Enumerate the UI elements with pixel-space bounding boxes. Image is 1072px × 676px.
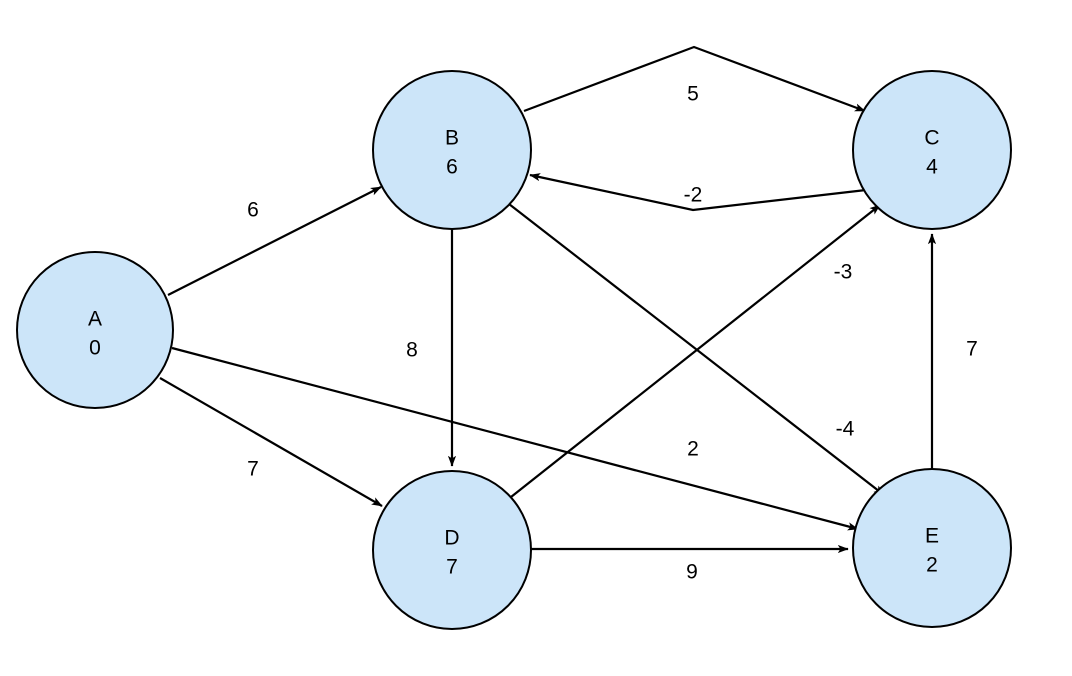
edge-b-d[interactable]: 8 (406, 229, 457, 467)
node-d-circle[interactable] (372, 470, 532, 630)
edge-a-d[interactable]: 7 (159, 377, 383, 507)
edges-layer: 6 7 2 5 8 (159, 45, 978, 584)
edge-a-b-weight: 6 (247, 199, 259, 222)
edge-e-c[interactable]: 7 (927, 233, 978, 470)
node-e-circle[interactable] (852, 468, 1012, 628)
node-a-name: A (88, 308, 102, 331)
node-c-circle[interactable] (852, 70, 1012, 230)
node-b-value: 6 (446, 156, 458, 179)
edge-a-e-line[interactable] (171, 346, 859, 531)
node-c-value: 4 (926, 156, 938, 179)
edge-c-b-line[interactable] (529, 173, 867, 212)
edge-d-c[interactable]: -3 (510, 204, 881, 498)
edge-b-d-weight: 8 (406, 339, 418, 362)
edge-a-e[interactable]: 2 (171, 346, 859, 531)
nodes-layer: A 0 B 6 C 4 D 7 (16, 70, 1012, 630)
node-a-value: 0 (89, 337, 101, 360)
edge-a-d-weight: 7 (247, 458, 259, 481)
edge-a-b-line[interactable] (167, 186, 382, 296)
node-b-name: B (445, 127, 459, 150)
edge-c-b-weight: -2 (684, 184, 703, 207)
node-e[interactable]: E 2 (852, 468, 1012, 628)
edge-c-b[interactable]: -2 (529, 173, 867, 212)
edge-d-c-weight: -3 (834, 261, 853, 284)
edge-a-b[interactable]: 6 (167, 186, 382, 296)
edge-b-c-weight: 5 (687, 83, 699, 106)
node-c[interactable]: C 4 (852, 70, 1012, 230)
node-b-circle[interactable] (372, 70, 532, 230)
edge-d-c-line[interactable] (510, 204, 881, 498)
edge-d-e[interactable]: 9 (531, 544, 849, 584)
edge-a-e-weight: 2 (687, 438, 699, 461)
node-b[interactable]: B 6 (372, 70, 532, 230)
node-d-value: 7 (446, 556, 458, 579)
node-e-value: 2 (926, 554, 938, 577)
node-a-circle[interactable] (16, 251, 174, 409)
node-d-name: D (444, 527, 459, 550)
edge-b-c-line[interactable] (523, 45, 866, 113)
node-e-name: E (925, 525, 939, 548)
edge-b-e-weight: -4 (836, 418, 855, 441)
edge-d-e-weight: 9 (686, 561, 698, 584)
node-c-name: C (924, 127, 939, 150)
edge-e-c-weight: 7 (966, 338, 978, 361)
node-d[interactable]: D 7 (372, 470, 532, 630)
node-a[interactable]: A 0 (16, 251, 174, 409)
edge-a-d-line[interactable] (159, 377, 383, 507)
edge-b-c[interactable]: 5 (523, 45, 866, 113)
